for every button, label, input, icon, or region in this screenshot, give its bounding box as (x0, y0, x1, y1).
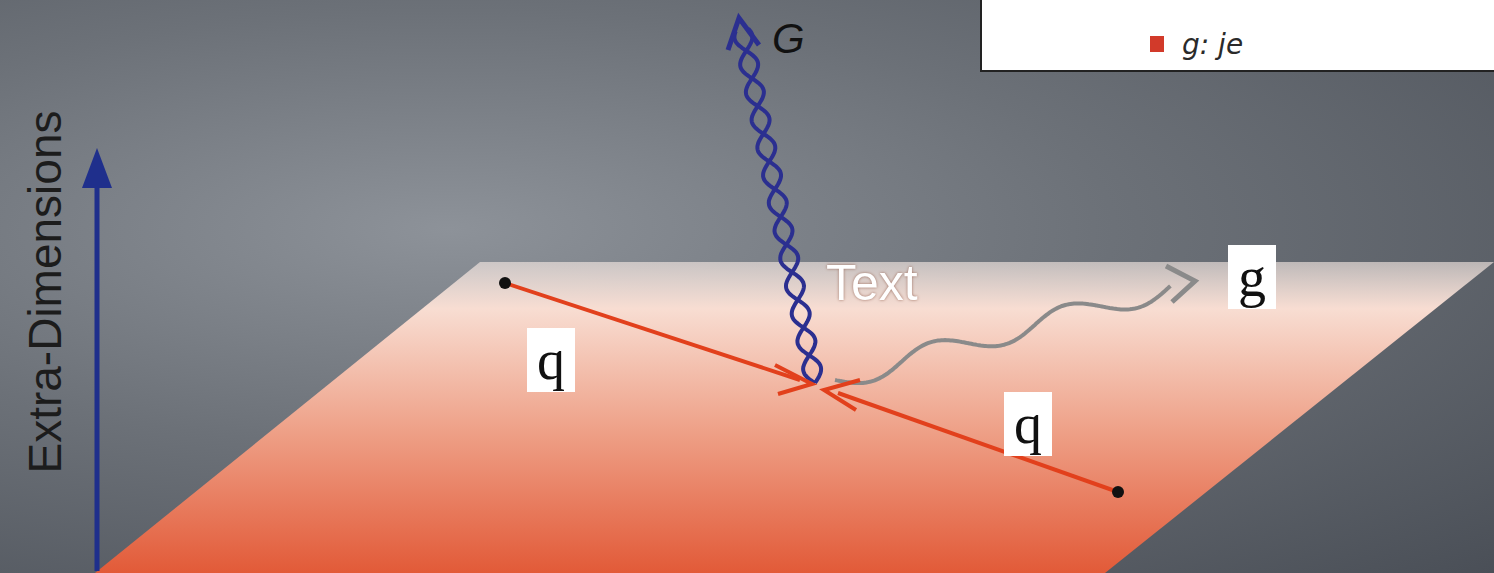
quark-line (838, 393, 1118, 492)
axis-arrowhead (82, 148, 112, 188)
icon (1150, 36, 1164, 52)
particle-label: q (1004, 392, 1052, 456)
graviton-line (728, 18, 821, 383)
gluon-arrowhead (1166, 266, 1195, 302)
axis-arrow (95, 180, 100, 571)
quark-arrowhead (824, 380, 860, 410)
quark-dot (499, 277, 511, 289)
quark-dot (1112, 486, 1124, 498)
graviton-arrowhead (728, 18, 759, 50)
helix-strand (734, 31, 815, 383)
note-box: g: je (980, 0, 1494, 72)
axis-label: Extra-Dimensions (22, 111, 68, 474)
handwritten-note: g: je (1182, 28, 1494, 61)
placeholder-text: Text (826, 258, 918, 308)
particle-label: G (772, 18, 805, 60)
particle-label: q (527, 328, 575, 392)
quark-arrowhead (775, 365, 812, 394)
particle-label: g (1228, 245, 1276, 309)
